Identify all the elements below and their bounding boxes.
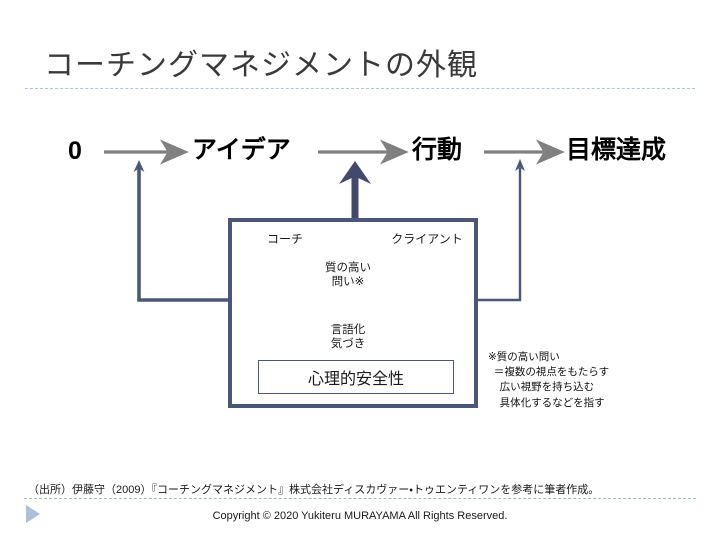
psychological-safety-box: 心理的安全性 — [258, 360, 454, 394]
connector-box-to-action — [339, 161, 371, 218]
message-response-line1: 言語化 — [330, 324, 366, 336]
psychological-safety-label: 心理的安全性 — [307, 371, 404, 388]
play-triangle-icon — [26, 505, 40, 523]
message-label-question: 質の高い 問い※ — [313, 261, 383, 290]
message-question-line2: 問い※ — [331, 276, 365, 289]
flow-step-idea: アイデア — [192, 136, 291, 164]
flow-step-start: 0 — [68, 137, 82, 165]
coach-label: コーチ — [266, 232, 303, 246]
message-question-line1: 質の高い — [325, 262, 371, 274]
source-divider — [24, 498, 696, 499]
title-divider — [25, 88, 695, 89]
source-citation: （出所）伊藤守（2009）『コーチングマネジメント』株式会社ディスカヴァー・トゥ… — [28, 484, 600, 496]
message-label-response: 言語化 気づき — [313, 323, 383, 352]
flow-step-goal: 目標達成 — [566, 136, 667, 164]
message-response-line2: 気づき — [330, 338, 366, 351]
page-title: コーチングマネジメントの外観 — [44, 48, 478, 83]
connector-box-to-goal — [478, 159, 525, 302]
footnote-text: ※質の高い問い ＝複数の視点をもたらす 広い視野を持ち込む 具体化するなどを指す — [488, 351, 610, 409]
flow-step-action: 行動 — [412, 136, 463, 164]
copyright-notice: Copyright © 2020 Yukiteru MURAYAMA All R… — [212, 510, 508, 522]
connector-box-to-idea — [133, 160, 228, 302]
client-label: クライアント — [391, 232, 463, 246]
